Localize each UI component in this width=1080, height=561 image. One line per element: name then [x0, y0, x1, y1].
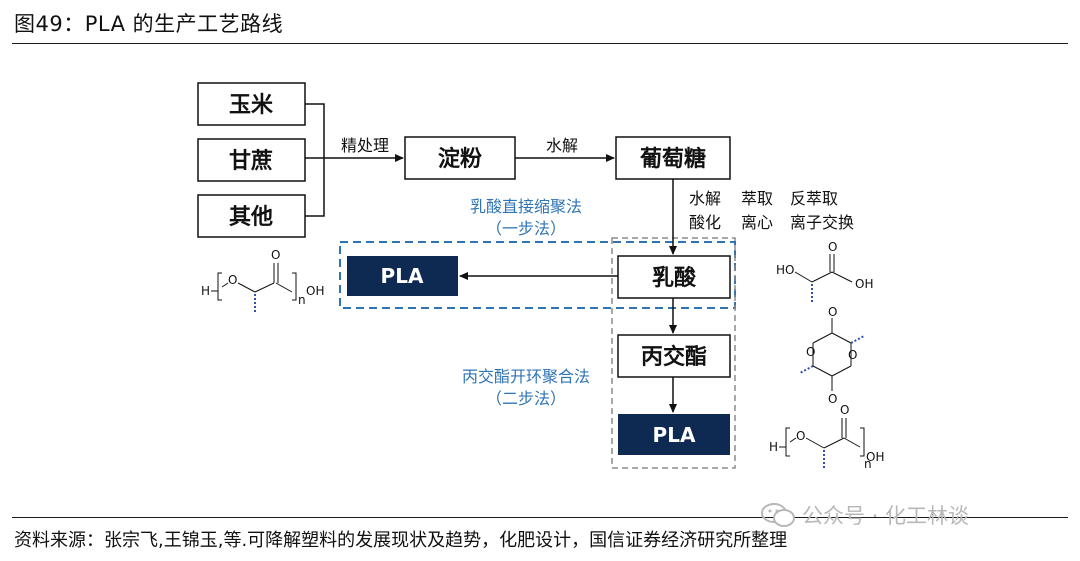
wechat-icon	[761, 503, 795, 527]
node-pla-one-step-box	[347, 256, 458, 296]
node-sugarcane: 甘蔗	[229, 148, 273, 174]
lactic-acid-structure: HO O OH	[776, 240, 873, 302]
node-corn-box	[197, 82, 306, 126]
node-pla-one-step: PLA	[381, 264, 424, 288]
node-lactic-acid: 乳酸	[652, 265, 697, 291]
svg-text:OH: OH	[306, 284, 324, 298]
svg-text:O: O	[271, 248, 280, 262]
svg-text:n: n	[298, 293, 306, 307]
ferment-label-ion-exchange: 离子交换	[790, 213, 854, 232]
watermark: 公众号 · 化工林谈	[760, 500, 969, 530]
svg-text:O: O	[848, 348, 857, 362]
two-step-title: 丙交酯开环聚合法	[462, 367, 590, 386]
node-lactide: 丙交酯	[641, 344, 707, 370]
node-starch-box	[404, 136, 516, 180]
one-step-dashed-frame	[339, 241, 736, 309]
node-corn: 玉米	[229, 93, 274, 118]
node-sugarcane-box	[197, 138, 306, 182]
svg-text:O: O	[828, 240, 837, 254]
connector-other	[305, 158, 325, 217]
ferment-label-centrifuge: 离心	[741, 213, 773, 232]
node-lactide-box	[617, 334, 731, 378]
node-glucose: 葡萄糖	[639, 146, 706, 172]
lactide-structure: O O O O	[799, 305, 865, 406]
node-starch: 淀粉	[438, 146, 482, 172]
node-lactic-acid-box	[617, 255, 731, 299]
svg-text:H: H	[201, 284, 210, 298]
ferment-label-back-extraction: 反萃取	[790, 189, 838, 208]
svg-text:OH: OH	[866, 450, 884, 464]
svg-text:O: O	[840, 403, 849, 417]
ferment-label-hydrolysis: 水解	[689, 189, 721, 208]
ferment-label-extraction: 萃取	[741, 189, 773, 208]
source-note: 资料来源：张宗飞,王锦玉,等.可降解塑料的发展现状及趋势，化肥设计，国信证券经济…	[14, 530, 788, 551]
svg-text:OH: OH	[855, 277, 873, 291]
node-glucose-box	[615, 136, 731, 180]
two-step-sub: （二步法）	[486, 389, 566, 408]
pla-structure-left: H O O n OH	[201, 248, 324, 312]
svg-text:O: O	[806, 345, 815, 359]
ferment-label-acidification: 酸化	[689, 213, 721, 232]
node-other-box	[197, 194, 306, 238]
svg-text:HO: HO	[776, 263, 794, 277]
node-pla-two-step-box	[618, 414, 730, 455]
svg-text:O: O	[828, 392, 837, 406]
watermark-text: 公众号 · 化工林谈	[802, 504, 970, 528]
bottom-divider	[12, 517, 1068, 518]
svg-text:O: O	[228, 273, 237, 287]
svg-text:H: H	[769, 440, 778, 454]
label-hydrolysis: 水解	[546, 136, 578, 155]
top-divider	[12, 43, 1068, 44]
pla-structure-right: H O O OH n	[769, 403, 884, 471]
label-refining: 精处理	[341, 136, 389, 155]
connector-corn	[305, 103, 325, 158]
node-other: 其他	[229, 205, 273, 230]
svg-text:O: O	[796, 429, 805, 443]
svg-text:n: n	[864, 457, 872, 471]
one-step-title: 乳酸直接缩聚法	[470, 197, 582, 216]
one-step-sub: （一步法）	[486, 219, 566, 238]
svg-text:O: O	[828, 305, 837, 319]
page-title: 图49：PLA 的生产工艺路线	[14, 12, 284, 36]
node-pla-two-step: PLA	[653, 423, 696, 447]
